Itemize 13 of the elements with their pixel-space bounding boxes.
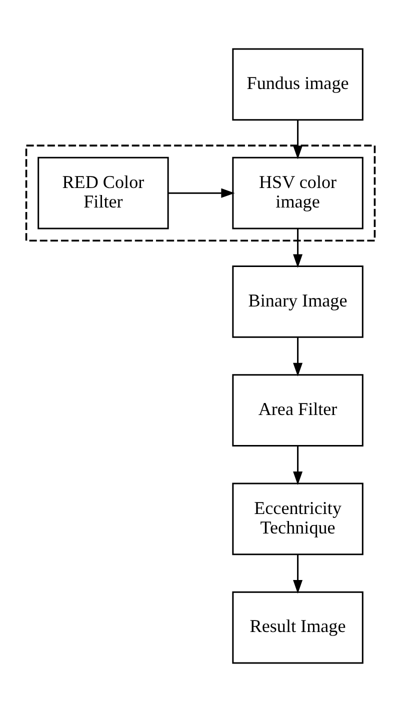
node-box: Fundus image xyxy=(232,48,364,121)
node-box: Eccentricity Technique xyxy=(232,482,364,556)
arrow xyxy=(293,228,303,268)
node-box: RED Color Filter xyxy=(38,156,169,230)
node-box: Result Image xyxy=(232,591,364,664)
node-box: Binary Image xyxy=(232,266,364,338)
arrow xyxy=(168,188,235,198)
arrow xyxy=(293,120,303,160)
arrow xyxy=(293,446,303,486)
node-box: Area Filter xyxy=(232,374,364,446)
node-box: HSV color image xyxy=(232,156,364,230)
arrow xyxy=(293,337,303,376)
arrow xyxy=(293,554,303,594)
